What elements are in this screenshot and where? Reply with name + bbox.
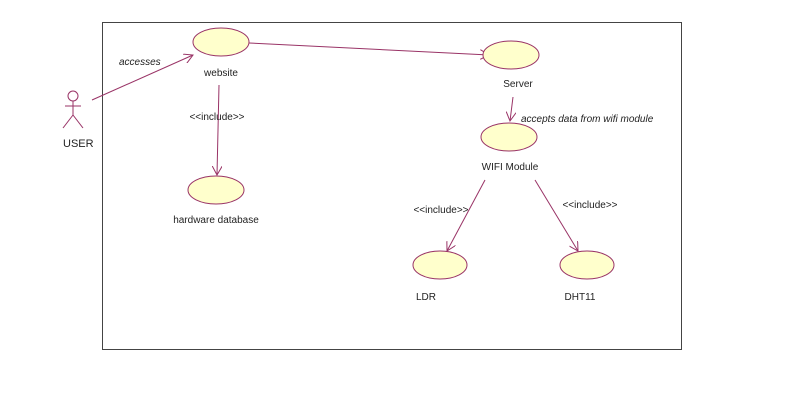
- ldr-label: LDR: [416, 292, 436, 303]
- actor-user[interactable]: [62, 90, 84, 129]
- website-server-arrow[interactable]: [248, 42, 489, 55]
- actor-label: USER: [63, 138, 94, 150]
- use-case-hardware-database[interactable]: [187, 175, 245, 205]
- use-case-dht11[interactable]: [559, 250, 615, 280]
- wifi-module-label: WIFI Module: [482, 162, 539, 173]
- include-dht-label: <<include>>: [562, 200, 617, 211]
- website-label: website: [203, 68, 238, 79]
- include-ldr-label: <<include>>: [413, 205, 468, 216]
- server-label: Server: [503, 79, 533, 90]
- system-boundary: [102, 22, 682, 350]
- hardware-database-label: hardware database: [173, 215, 259, 226]
- use-case-website[interactable]: [192, 27, 250, 57]
- use-case-ldr[interactable]: [412, 250, 468, 280]
- actor-head: [67, 90, 79, 102]
- association-accesses[interactable]: [91, 55, 193, 101]
- accepts-arrow[interactable]: [510, 96, 513, 121]
- accesses-label: accesses: [119, 57, 161, 68]
- include-db-label: <<include>>: [189, 112, 244, 123]
- accepts-label: accepts data from wifi module: [521, 114, 654, 125]
- include-db-arrow[interactable]: [217, 84, 219, 175]
- include-ldr-arrow[interactable]: [447, 179, 486, 251]
- use-case-wifi-module[interactable]: [480, 122, 538, 152]
- include-dht-arrow[interactable]: [534, 179, 578, 251]
- dht11-label: DHT11: [565, 292, 596, 303]
- use-case-server[interactable]: [482, 40, 540, 70]
